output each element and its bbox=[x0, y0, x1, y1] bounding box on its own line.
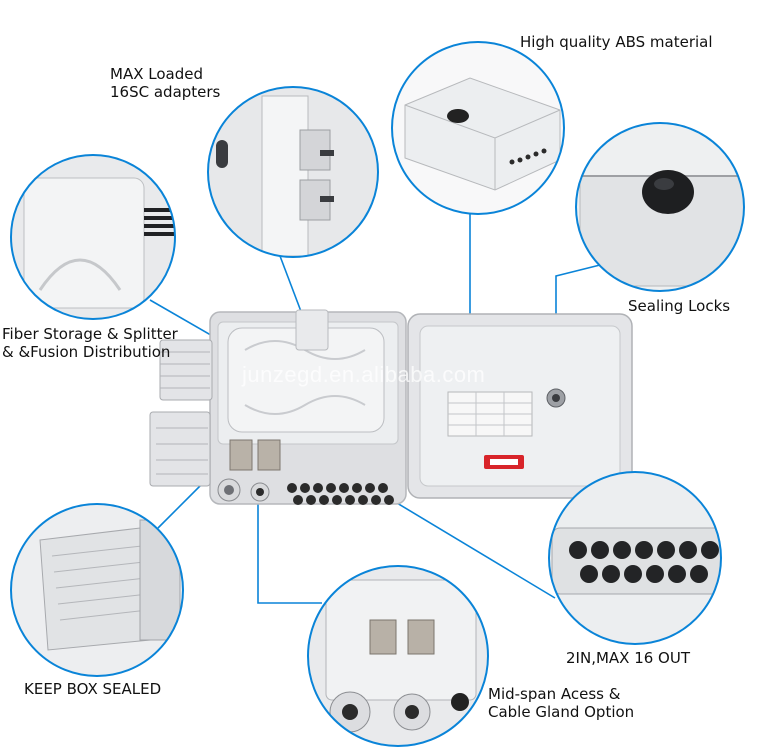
callout-keep-sealed bbox=[11, 504, 183, 676]
label-fiber-line1: Fiber Storage & Splitter bbox=[2, 325, 178, 343]
callout-leader-lines bbox=[149, 213, 605, 604]
label-abs-material: High quality ABS material bbox=[520, 33, 713, 51]
callout-ring bbox=[207, 86, 379, 258]
callout-ring bbox=[391, 41, 565, 215]
label-keep-sealed: KEEP BOX SEALED bbox=[24, 680, 162, 698]
label-fiber-line2: & &Fusion Distribution bbox=[2, 343, 171, 361]
label-midspan-line1: Mid-span Acess & bbox=[488, 685, 621, 703]
callout-ring bbox=[575, 122, 745, 292]
callout-ring bbox=[548, 471, 722, 645]
label-max-loaded-line2: 16SC adapters bbox=[110, 83, 221, 101]
callout-cable-gland bbox=[308, 566, 488, 746]
callout-ring bbox=[307, 565, 489, 747]
watermark: junzegd.en.alibaba.com bbox=[242, 362, 486, 387]
callout-abs-material bbox=[392, 42, 564, 214]
callout-adapters bbox=[208, 87, 378, 257]
callout-ports bbox=[549, 472, 721, 644]
callout-ring bbox=[10, 503, 184, 677]
label-in-out: 2IN,MAX 16 OUT bbox=[566, 649, 691, 667]
callout-ring bbox=[10, 154, 176, 320]
main-enclosure bbox=[149, 309, 633, 505]
label-max-loaded-line1: MAX Loaded bbox=[110, 65, 203, 83]
callout-sealing-lock bbox=[576, 123, 744, 291]
label-midspan-line2: Cable Gland Option bbox=[488, 703, 635, 721]
label-sealing-locks: Sealing Locks bbox=[628, 297, 731, 315]
callout-fiber-storage bbox=[11, 155, 175, 319]
